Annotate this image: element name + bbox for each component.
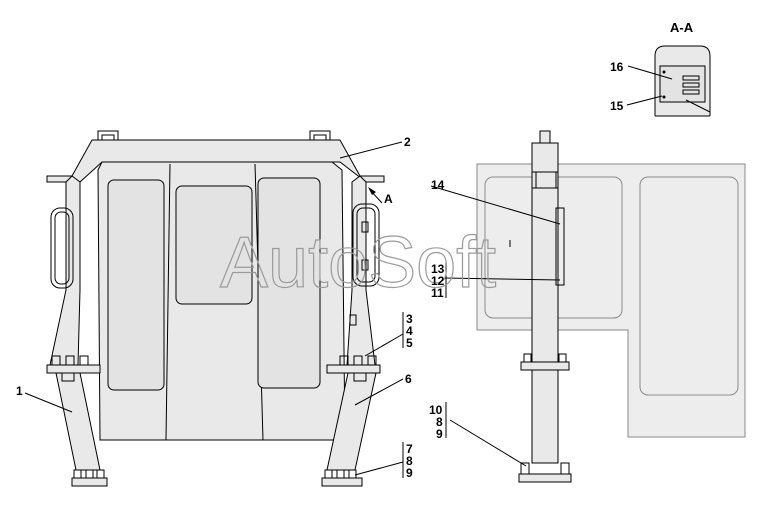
pillar-bracket [361, 221, 369, 233]
callout-11: 11 [431, 286, 444, 300]
pillar-bracket [361, 259, 369, 271]
callout-7: 7 [406, 442, 413, 456]
leg-clamp [61, 372, 75, 382]
section-slot [682, 82, 700, 88]
mount-plate-right [326, 364, 381, 374]
side-mount-plate [520, 361, 570, 371]
left-grab-handle-inner [54, 211, 70, 285]
callout-8-side: 8 [436, 415, 443, 429]
door-window-ghost [639, 176, 739, 396]
section-rivet [662, 70, 666, 74]
callout-9: 9 [406, 466, 413, 480]
callout-2: 2 [404, 135, 411, 149]
side-bolt [523, 353, 532, 363]
callout-1: 1 [16, 384, 23, 398]
cab-side-view [476, 130, 746, 483]
section-slot [682, 89, 700, 95]
leader-lines [24, 65, 673, 478]
front-window [175, 185, 253, 305]
view-arrow-head [368, 187, 376, 195]
callout-6: 6 [405, 372, 412, 386]
right-grab-handle [352, 203, 380, 287]
pillar-top-cap [539, 130, 551, 144]
section-slot [682, 75, 700, 81]
section-hatch [685, 99, 711, 113]
side-window-right [257, 177, 321, 389]
callout-4: 4 [406, 324, 413, 338]
roof-handle-left [97, 130, 119, 140]
view-arrow-label: А [384, 192, 393, 206]
left-leg [55, 372, 101, 471]
callout-8: 8 [406, 454, 413, 468]
side-window-left [107, 179, 165, 391]
pillar-bracket-top [535, 171, 557, 189]
cab-front-view [46, 130, 385, 487]
side-foot-bolt [560, 462, 570, 475]
cab-side-outline [476, 163, 746, 438]
foot-plate-left [71, 477, 108, 487]
section-rivet [662, 95, 666, 99]
watermark-text: AutoSoft [220, 223, 496, 303]
callout-13: 13 [431, 262, 445, 276]
side-foot-bolt [520, 462, 530, 475]
pillar-bracket [349, 314, 357, 326]
roof-handle-left-inner [101, 134, 115, 140]
side-foot-plate [518, 473, 572, 483]
callout-3: 3 [406, 312, 413, 326]
section-a-a-detail [654, 45, 711, 117]
side-grab-handle [555, 207, 565, 286]
callouts: 1 2 3 4 5 6 7 8 9 10 8 9 13 12 11 14 15 … [16, 60, 624, 480]
callout-12: 12 [431, 274, 445, 288]
callout-15: 15 [610, 99, 624, 113]
panel-divider [165, 163, 171, 441]
left-grab-handle [50, 207, 74, 289]
callout-10: 10 [429, 403, 443, 417]
foot-bolts [73, 469, 357, 479]
side-pillar [531, 142, 559, 464]
roof-handle-right [309, 130, 331, 140]
callout-9-side: 9 [436, 427, 443, 441]
callout-16: 16 [610, 60, 624, 74]
leg-clamp [353, 372, 367, 382]
section-title: А-А [670, 20, 694, 35]
callout-14: 14 [431, 178, 445, 192]
mount-plate-left [46, 364, 101, 374]
mount-bolts [51, 355, 377, 366]
right-grab-handle-inner [356, 207, 376, 283]
side-bolt [558, 353, 567, 363]
callout-5: 5 [406, 336, 413, 350]
foot-plate-right [321, 477, 363, 487]
roof-handle-right-inner [313, 134, 327, 140]
